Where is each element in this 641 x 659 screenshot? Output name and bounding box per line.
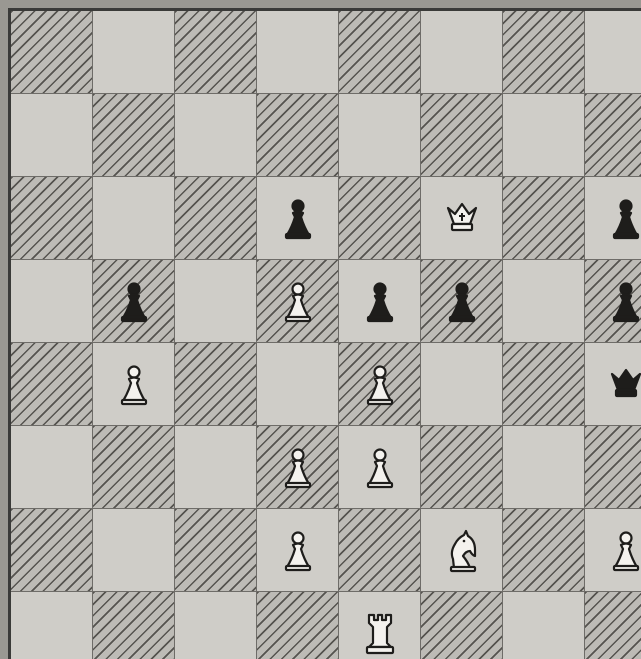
square-a6[interactable] [11, 177, 93, 260]
black-king-icon[interactable] [606, 360, 641, 408]
square-c8[interactable] [175, 11, 257, 94]
white-rook-icon[interactable] [360, 609, 400, 657]
square-g1[interactable] [503, 592, 585, 659]
square-e4[interactable] [339, 343, 421, 426]
square-c7[interactable] [175, 94, 257, 177]
square-g3[interactable] [503, 426, 585, 509]
white-pawn-icon[interactable] [606, 526, 641, 574]
square-c4[interactable] [175, 343, 257, 426]
square-g2[interactable] [503, 509, 585, 592]
square-f2[interactable] [421, 509, 503, 592]
square-d5[interactable] [257, 260, 339, 343]
square-a1[interactable] [11, 592, 93, 659]
square-d4[interactable] [257, 343, 339, 426]
square-g8[interactable] [503, 11, 585, 94]
square-f6[interactable] [421, 177, 503, 260]
square-c1[interactable] [175, 592, 257, 659]
square-h1[interactable] [585, 592, 641, 659]
square-b1[interactable] [93, 592, 175, 659]
square-h5[interactable] [585, 260, 641, 343]
square-e1[interactable] [339, 592, 421, 659]
square-c3[interactable] [175, 426, 257, 509]
square-g7[interactable] [503, 94, 585, 177]
square-d3[interactable] [257, 426, 339, 509]
square-d6[interactable] [257, 177, 339, 260]
square-f3[interactable] [421, 426, 503, 509]
square-g4[interactable] [503, 343, 585, 426]
square-e3[interactable] [339, 426, 421, 509]
white-pawn-icon[interactable] [278, 443, 318, 491]
square-f5[interactable] [421, 260, 503, 343]
square-e7[interactable] [339, 94, 421, 177]
white-knight-icon[interactable] [442, 526, 482, 574]
square-d7[interactable] [257, 94, 339, 177]
square-b2[interactable] [93, 509, 175, 592]
white-pawn-icon[interactable] [278, 277, 318, 325]
square-a3[interactable] [11, 426, 93, 509]
black-pawn-icon[interactable] [114, 277, 154, 325]
white-king-icon[interactable] [442, 194, 482, 242]
square-c5[interactable] [175, 260, 257, 343]
square-b8[interactable] [93, 11, 175, 94]
white-pawn-icon[interactable] [114, 360, 154, 408]
square-h8[interactable] [585, 11, 641, 94]
square-h3[interactable] [585, 426, 641, 509]
square-c2[interactable] [175, 509, 257, 592]
square-b7[interactable] [93, 94, 175, 177]
square-d2[interactable] [257, 509, 339, 592]
square-g5[interactable] [503, 260, 585, 343]
square-f7[interactable] [421, 94, 503, 177]
square-a5[interactable] [11, 260, 93, 343]
black-pawn-icon[interactable] [606, 194, 641, 242]
square-c6[interactable] [175, 177, 257, 260]
black-pawn-icon[interactable] [278, 194, 318, 242]
square-a4[interactable] [11, 343, 93, 426]
white-pawn-icon[interactable] [278, 526, 318, 574]
square-h4[interactable] [585, 343, 641, 426]
square-h7[interactable] [585, 94, 641, 177]
square-h6[interactable] [585, 177, 641, 260]
square-d8[interactable] [257, 11, 339, 94]
square-f1[interactable] [421, 592, 503, 659]
square-f4[interactable] [421, 343, 503, 426]
square-e5[interactable] [339, 260, 421, 343]
square-f8[interactable] [421, 11, 503, 94]
square-b5[interactable] [93, 260, 175, 343]
square-a2[interactable] [11, 509, 93, 592]
black-pawn-icon[interactable] [360, 277, 400, 325]
square-b3[interactable] [93, 426, 175, 509]
white-pawn-icon[interactable] [360, 443, 400, 491]
square-e2[interactable] [339, 509, 421, 592]
chess-board [8, 8, 641, 659]
square-d1[interactable] [257, 592, 339, 659]
square-a7[interactable] [11, 94, 93, 177]
black-pawn-icon[interactable] [606, 277, 641, 325]
square-a8[interactable] [11, 11, 93, 94]
square-b4[interactable] [93, 343, 175, 426]
black-pawn-icon[interactable] [442, 277, 482, 325]
white-pawn-icon[interactable] [360, 360, 400, 408]
square-e6[interactable] [339, 177, 421, 260]
square-g6[interactable] [503, 177, 585, 260]
square-b6[interactable] [93, 177, 175, 260]
square-h2[interactable] [585, 509, 641, 592]
square-e8[interactable] [339, 11, 421, 94]
